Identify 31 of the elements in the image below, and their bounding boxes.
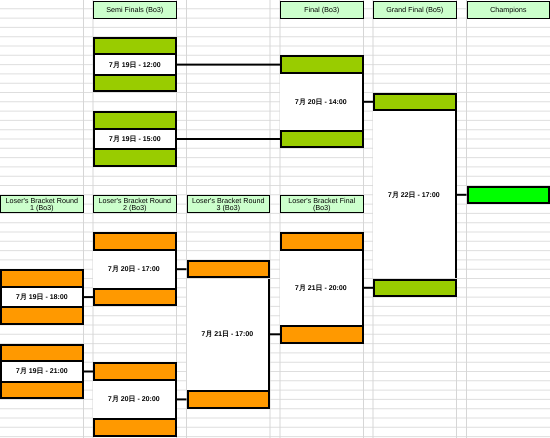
team-slot (93, 232, 176, 251)
team-slot (0, 344, 84, 362)
team-slot (0, 269, 84, 288)
team-slot (93, 362, 176, 381)
team-slot (93, 74, 176, 92)
team-slot (0, 380, 84, 400)
connector-line (84, 370, 93, 372)
team-slot (280, 232, 364, 251)
connector-line (456, 194, 466, 196)
connector-line (84, 296, 93, 298)
team-slot (373, 278, 456, 298)
connector-line (176, 268, 186, 270)
connector-line (270, 333, 280, 336)
team-slot (186, 260, 270, 278)
connector-line (176, 64, 280, 66)
team-slot (93, 288, 176, 306)
connector-line (176, 138, 280, 140)
team-slot (93, 36, 176, 56)
champion-slot (466, 186, 550, 204)
team-slot (93, 111, 176, 130)
connector-line (364, 100, 373, 103)
team-slot (280, 325, 364, 344)
team-slot (280, 130, 364, 148)
team-slot (0, 306, 84, 325)
team-slot (93, 418, 176, 437)
team-slot (93, 148, 176, 167)
connector-line (176, 398, 186, 400)
team-slot (373, 92, 456, 112)
team-slot (280, 55, 364, 74)
connector-line (364, 286, 373, 289)
team-slot (186, 390, 270, 409)
